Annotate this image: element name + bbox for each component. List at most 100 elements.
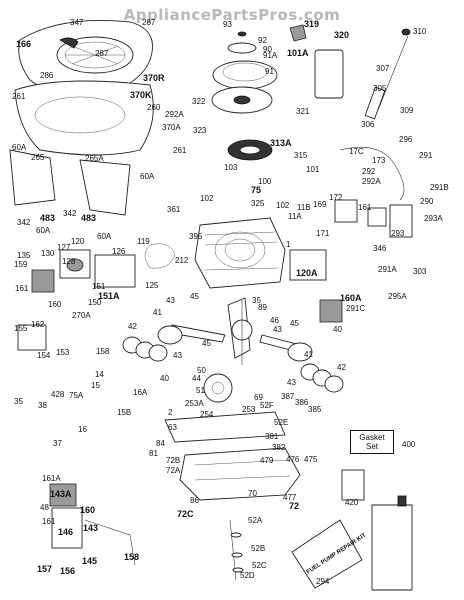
callout: 103 [224, 163, 238, 172]
callout: 476 [286, 455, 300, 464]
valve-parts [229, 519, 244, 581]
callout: 254 [200, 410, 214, 419]
callout: 72 [289, 501, 300, 511]
gasket-set-box: Gasket Set [350, 430, 394, 454]
callout: 15B [117, 408, 132, 417]
callout: 75 [251, 185, 262, 195]
callout: 63 [168, 423, 177, 432]
callout: 151 [92, 282, 106, 291]
callout: 212 [175, 256, 189, 265]
callout: 52C [252, 561, 267, 570]
callout: 290 [420, 197, 434, 206]
callout: 261 [12, 92, 26, 101]
callout: 292A [362, 177, 381, 186]
callout: 45 [202, 339, 211, 348]
flywheel [211, 31, 278, 114]
callout: 475 [304, 455, 318, 464]
callout: 291 [419, 151, 433, 160]
cylinder-head-left [94, 254, 136, 288]
callout: 291B [430, 183, 449, 192]
crankshaft [227, 297, 253, 365]
callout: 125 [145, 281, 159, 290]
callout: 43 [287, 378, 296, 387]
callout: 126 [112, 247, 126, 256]
callout: 40 [160, 374, 169, 383]
callout: 253 [242, 405, 256, 414]
callout: 41 [304, 350, 313, 359]
callout: 143A [50, 489, 72, 499]
callout: 166 [16, 39, 32, 49]
callout: 287 [142, 18, 156, 27]
callout: 86 [190, 496, 199, 505]
callout: 346 [373, 244, 387, 253]
callout: 89 [258, 303, 267, 312]
callout: 16 [78, 425, 87, 434]
fuel-pump-kit-bag [291, 519, 363, 589]
callout: 44 [192, 374, 201, 383]
callout: 395 [189, 232, 203, 241]
cylinder-head-right [289, 249, 327, 281]
head-gasket [144, 243, 176, 269]
exhaust-bracket [17, 324, 47, 351]
callout: 287 [95, 49, 109, 58]
callout: 321 [296, 107, 310, 116]
callout: 173 [372, 156, 386, 165]
callout: 322 [192, 97, 206, 106]
callout: 385 [308, 405, 322, 414]
intake-manifold [59, 249, 91, 279]
callout: 325 [251, 199, 265, 208]
callout: 428 [51, 390, 65, 399]
callout: 161A [42, 474, 61, 483]
piston-rings-left [122, 336, 168, 362]
callout: 320 [334, 30, 350, 40]
callout: 150 [88, 298, 102, 307]
callout: 307 [376, 64, 390, 73]
oil-filter [341, 469, 365, 501]
callout: 265A [85, 154, 104, 163]
callout: 292A [165, 110, 184, 119]
callout: 120 [71, 237, 85, 246]
callout: 72C [177, 509, 194, 519]
oil-pan [164, 411, 301, 501]
callout: 75A [69, 391, 84, 400]
callout: 135 [17, 251, 31, 260]
callout: 91A [263, 51, 278, 60]
gasket-set-line2: Set [365, 442, 378, 451]
callout: 293A [424, 214, 443, 223]
callout: 46 [270, 316, 279, 325]
callout: 155 [14, 324, 28, 333]
callout: 319 [304, 19, 320, 29]
callout: 294 [316, 577, 330, 586]
callout: 52D [240, 571, 255, 580]
callout: 159 [14, 260, 28, 269]
callout: 381 [265, 432, 279, 441]
callout: 17C [349, 147, 364, 156]
callout: 35 [252, 296, 261, 305]
callout: 42 [128, 322, 137, 331]
callout: 158 [96, 347, 110, 356]
callout: 291A [378, 265, 397, 274]
callout: 52F [260, 401, 274, 410]
gasket-set-line1: Gasket [359, 433, 385, 442]
callout: 291C [346, 304, 366, 313]
callout: 60A [97, 232, 112, 241]
callout: 171 [316, 229, 330, 238]
callout: 162 [31, 320, 45, 329]
callout: 151A [98, 291, 120, 301]
fuel-pump [49, 483, 136, 566]
callout: 295A [388, 292, 407, 301]
callout: 11A [288, 212, 302, 221]
callout: 143 [83, 523, 99, 533]
callout: 48 [40, 503, 49, 512]
callout: 483 [40, 213, 56, 223]
callout: 347 [70, 18, 84, 27]
fuel-pump-upper [389, 204, 413, 238]
callout: 101A [287, 48, 309, 58]
callout: 128 [62, 257, 76, 266]
callout: 161 [42, 517, 56, 526]
callout: 51 [196, 386, 205, 395]
callout: 35 [14, 397, 23, 406]
gasket-set-ref: 400 [402, 440, 416, 449]
callout: 292 [362, 167, 376, 176]
callout: 60A [140, 172, 155, 181]
